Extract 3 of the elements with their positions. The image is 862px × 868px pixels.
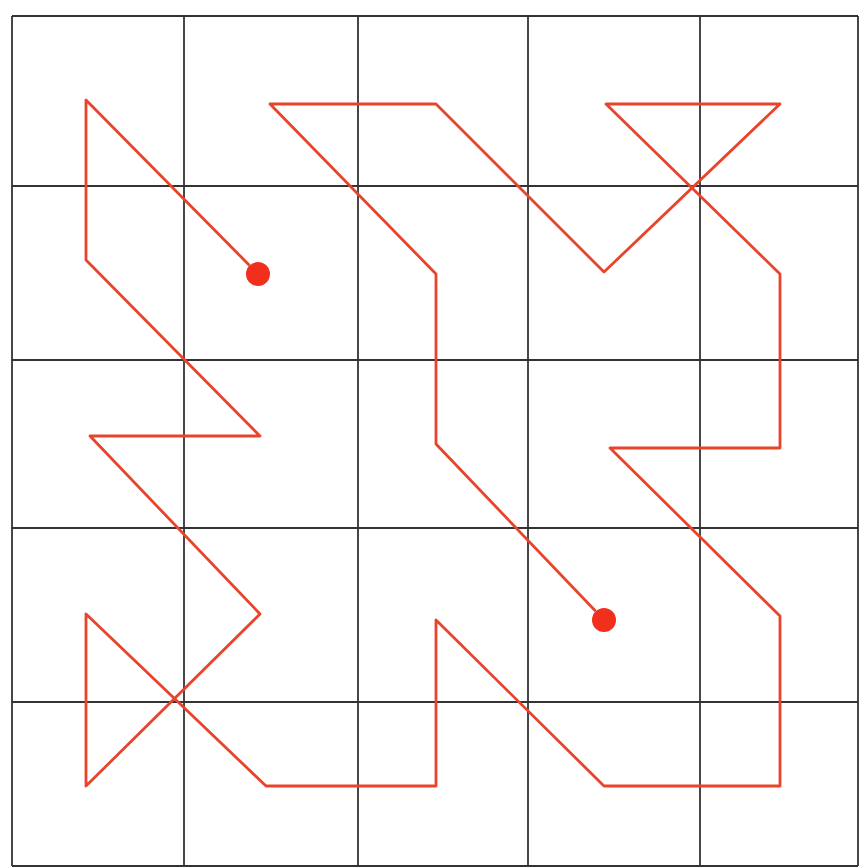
dot (246, 262, 270, 286)
path-line (84, 98, 782, 788)
dot (592, 608, 616, 632)
